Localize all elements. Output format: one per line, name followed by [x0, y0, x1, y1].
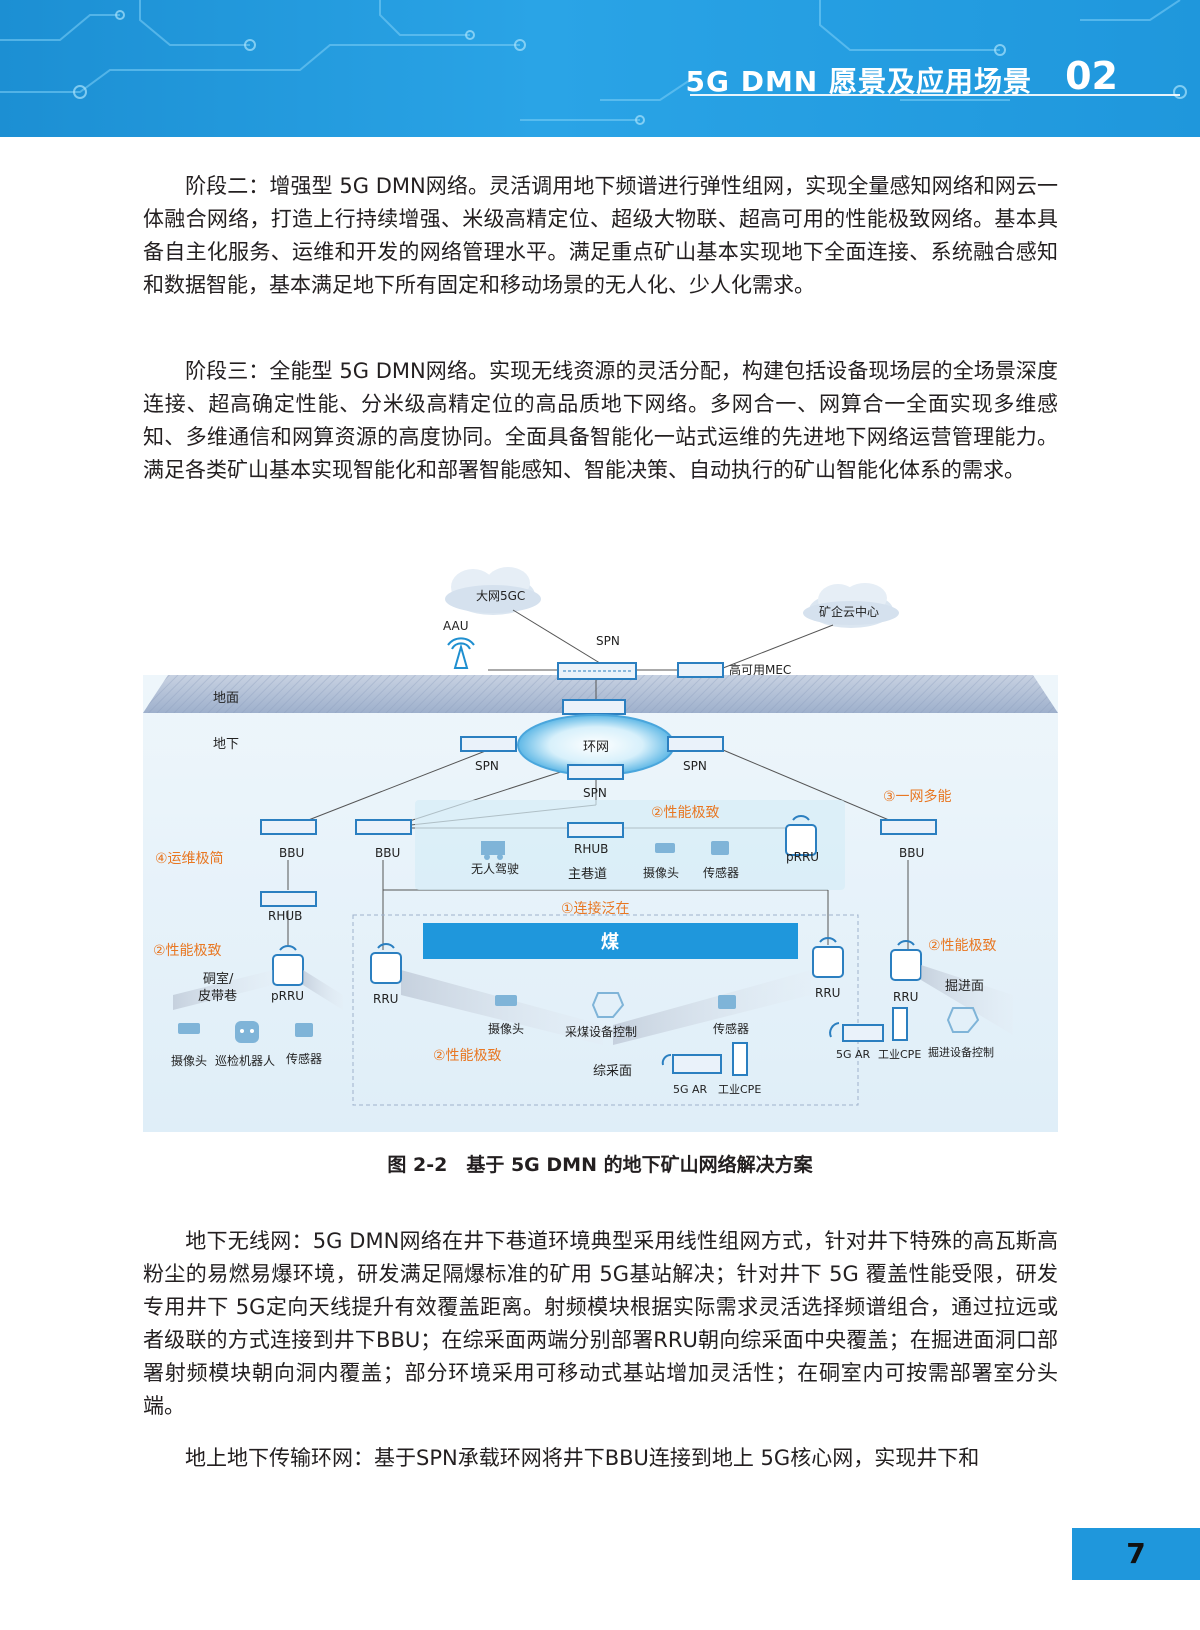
sensor-face-icon: 传感器 [713, 995, 749, 1036]
svg-text:5G AR: 5G AR [673, 1083, 708, 1096]
svg-text:高可用MEC: 高可用MEC [729, 662, 791, 677]
svg-text:传感器: 传感器 [286, 1051, 322, 1066]
svg-text:传感器: 传感器 [713, 1021, 749, 1036]
multi-function-label: ③一网多能 [883, 788, 952, 805]
svg-text:RHUB: RHUB [268, 909, 302, 923]
heading-face-label: 掘进面 [945, 979, 984, 994]
cpe-right-device: 工业CPE [878, 1007, 921, 1061]
svg-text:SPN: SPN [583, 786, 607, 800]
driverless-vehicle-icon: 无人驾驶 [471, 841, 519, 876]
main-tunnel-label: 主巷道 [568, 867, 607, 882]
svg-text:BBU: BBU [279, 846, 304, 860]
mining-control-icon: 采煤设备控制 [565, 992, 637, 1039]
spn-left-device: SPN [460, 736, 517, 773]
svg-text:BBU: BBU [899, 846, 924, 860]
rru-mid-device: RRU [812, 937, 844, 1000]
page-number-tab [1072, 1528, 1200, 1580]
svg-text:AAU: AAU [443, 619, 469, 633]
svg-text:RHUB: RHUB [574, 842, 608, 856]
svg-text:RRU: RRU [815, 986, 840, 1000]
svg-text:掘进设备控制: 掘进设备控制 [928, 1045, 994, 1059]
ar-right-device: 5G AR [829, 1022, 884, 1061]
paragraph-stage-two: 阶段二：增强型 5G DMN网络。灵活调用地下频谱进行弹性组网，实现全量感知网络… [143, 174, 1058, 297]
bbu-right-device: BBU [880, 819, 937, 860]
spn-right-device: SPN [667, 736, 724, 773]
chamber-label-2: 皮带巷 [198, 989, 237, 1004]
rhub-left-device: RHUB [260, 891, 317, 923]
rru-right-device: RRU [890, 940, 922, 1004]
paragraph-stage-three: 阶段三：全能型 5G DMN网络。实现无线资源的灵活分配，构建包括设备现场层的全… [143, 359, 1058, 482]
svg-text:巡检机器人: 巡检机器人 [215, 1053, 275, 1068]
svg-text:BBU: BBU [375, 846, 400, 860]
spn-top-device: SPN [557, 634, 637, 680]
svg-text:无人驾驶: 无人驾驶 [471, 861, 519, 876]
svg-text:大网5GC: 大网5GC [476, 589, 525, 603]
bbu-mid-device: BBU [355, 819, 412, 860]
figure-caption: 图 2-2 基于 5G DMN 的地下矿山网络解决方案 [387, 1154, 813, 1176]
sensor-top-icon: 传感器 [703, 841, 739, 880]
connect-label: ①连接泛在 [561, 900, 630, 917]
performance-label-top: ②性能极致 [651, 805, 720, 821]
page-number: 7 [1126, 1537, 1146, 1570]
svg-text:采煤设备控制: 采煤设备控制 [565, 1025, 637, 1039]
camera-face-icon: 摄像头 [488, 995, 524, 1036]
spn-ground-device [562, 699, 626, 715]
svg-text:5G AR: 5G AR [836, 1048, 871, 1061]
robot-icon: 巡检机器人 [215, 1021, 275, 1068]
prru-left-device: pRRU [271, 945, 304, 1003]
svg-text:传感器: 传感器 [703, 865, 739, 880]
svg-text:摄像头: 摄像头 [488, 1021, 524, 1036]
svg-text:工业CPE: 工业CPE [878, 1048, 921, 1061]
performance-label-bottom: ②性能极致 [433, 1048, 502, 1064]
paragraph-transport-ring: 地上地下传输环网：基于SPN承载环网将井下BBU连接到地上 5G核心网，实现井下… [185, 1446, 980, 1470]
cloud-mine: 矿企云中心 [803, 583, 899, 628]
spn-mid-device: SPN [567, 764, 624, 800]
underground-label: 地下 [213, 737, 239, 752]
svg-text:RRU: RRU [893, 990, 918, 1004]
svg-text:环网: 环网 [583, 740, 609, 755]
rhub-top-device: RHUB [567, 822, 624, 856]
performance-label-right: ②性能极致 [928, 938, 997, 954]
bbu-left-device: BBU [260, 819, 317, 860]
svg-text:RRU: RRU [373, 992, 398, 1006]
svg-text:摄像头: 摄像头 [643, 865, 679, 880]
header-banner: 5G DMN 愿景及应用场景 02 [0, 0, 1200, 137]
svg-text:摄像头: 摄像头 [171, 1053, 207, 1068]
circuit-pattern [0, 0, 1187, 125]
performance-label-left: ②性能极致 [153, 943, 222, 959]
svg-text:矿企云中心: 矿企云中心 [819, 604, 879, 619]
chapter-number: 02 [1065, 54, 1118, 98]
chamber-label-1: 硐室/ [203, 971, 234, 987]
cloud-5gc: 大网5GC [445, 567, 541, 615]
paragraph-underground-wireless: 地下无线网：5G DMN网络在井下巷道环境典型采用线性组网方式，针对井下特殊的高… [143, 1229, 1058, 1418]
svg-text:SPN: SPN [475, 759, 499, 773]
network-diagram: 大网5GC 矿企云中心 [143, 565, 1058, 1132]
svg-text:SPN: SPN [596, 634, 620, 648]
mec-device: 高可用MEC [677, 662, 791, 678]
fully-mechanized-face-label: 综采面 [593, 1064, 632, 1079]
camera-top-icon: 摄像头 [643, 843, 679, 880]
header-title: 5G DMN 愿景及应用场景 [685, 65, 1032, 98]
svg-text:pRRU: pRRU [271, 989, 304, 1003]
coal-seam [423, 923, 798, 959]
ground-label: 地面 [213, 691, 239, 706]
camera-left-icon: 摄像头 [171, 1023, 207, 1068]
svg-text:工业CPE: 工业CPE [718, 1083, 761, 1096]
aau-tower-icon: AAU [443, 619, 475, 669]
sensor-left-icon: 传感器 [286, 1023, 322, 1066]
heading-control-icon: 掘进设备控制 [928, 1007, 994, 1059]
svg-text:SPN: SPN [683, 759, 707, 773]
coal-label: 煤 [601, 931, 619, 953]
ops-simple-label: ④运维极简 [155, 850, 224, 867]
cpe-bottom-device: 工业CPE [718, 1042, 761, 1096]
ar-bottom-device: 5G AR [661, 1054, 722, 1096]
prru-top-device: pRRU [785, 815, 819, 864]
rru-left-device: RRU [370, 943, 402, 1006]
svg-text:pRRU: pRRU [786, 850, 819, 864]
